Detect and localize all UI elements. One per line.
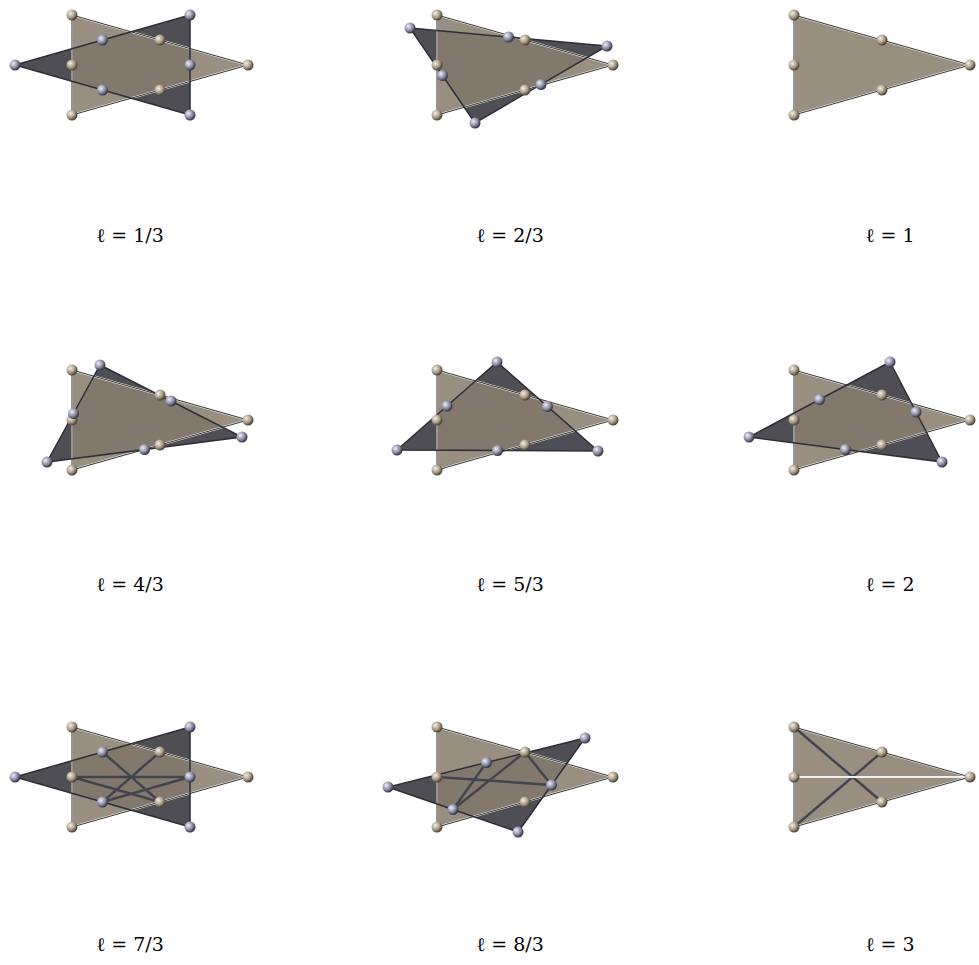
parameter-label: ℓ = 2 xyxy=(865,573,914,596)
parameter-label: ℓ = 7/3 xyxy=(96,933,164,956)
parameter-label: ℓ = 5/3 xyxy=(476,573,544,596)
parameter-label: ℓ = 3 xyxy=(865,933,914,956)
parameter-label: ℓ = 2/3 xyxy=(476,224,544,247)
parameter-label: ℓ = 4/3 xyxy=(96,573,164,596)
parameter-label: ℓ = 1 xyxy=(865,224,914,247)
parameter-label: ℓ = 8/3 xyxy=(476,933,544,956)
parameter-label: ℓ = 1/3 xyxy=(96,224,164,247)
